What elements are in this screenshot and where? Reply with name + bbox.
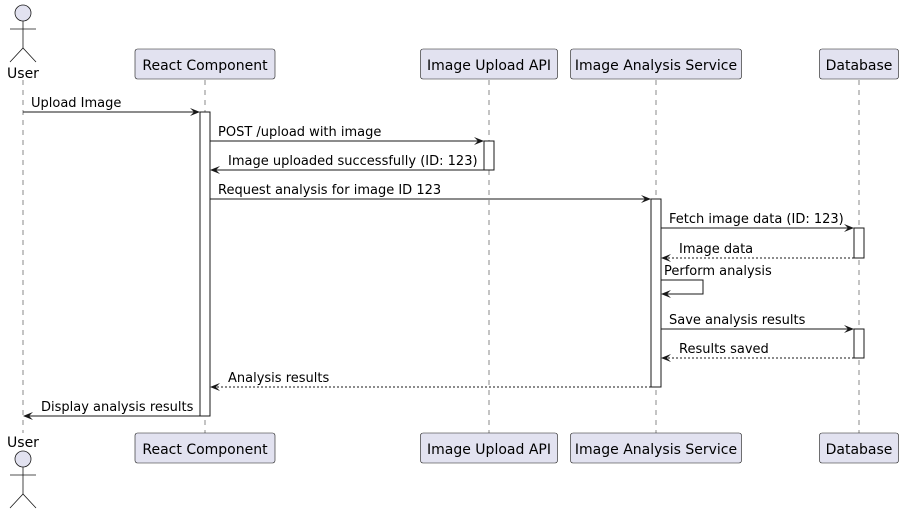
participant-box-react-top: [134, 48, 276, 80]
message-label: Analysis results: [228, 371, 329, 386]
activation-analysis: [650, 198, 662, 388]
message-request-analysis-for-image-id-123: Request analysis for image ID 123: [210, 183, 651, 203]
message-results-saved: Results saved: [661, 342, 854, 362]
message-analysis-results: Analysis results: [210, 371, 651, 391]
actor-legs-bottom: [9, 493, 37, 509]
participant-db-bottom: Database: [819, 432, 899, 464]
arrowhead: [661, 254, 671, 262]
message-perform-analysis: Perform analysis: [661, 264, 772, 298]
participant-label-db-top: Database: [826, 58, 893, 74]
participant-box-db-top: [819, 48, 899, 80]
message-label: Upload Image: [31, 96, 121, 111]
message-label: Request analysis for image ID 123: [218, 183, 441, 198]
participant-label-react-top: React Component: [142, 58, 268, 74]
arrowhead: [23, 412, 33, 420]
actor-head-top: [14, 4, 32, 22]
actor-label-top: User: [7, 66, 39, 82]
message-label: Display analysis results: [41, 400, 194, 415]
arrowhead: [661, 354, 671, 362]
message-label: Perform analysis: [664, 264, 772, 279]
message-post-upload-with-image: POST /upload with image: [210, 125, 484, 145]
actor-head-bottom: [14, 450, 32, 468]
message-label: Fetch image data (ID: 123): [669, 212, 844, 227]
actor-label-bottom: User: [7, 435, 39, 451]
participant-db-top: Database: [819, 48, 899, 80]
participant-box-react-bottom: [134, 432, 276, 464]
participant-label-db-bottom: Database: [826, 442, 893, 458]
activation-react: [199, 111, 211, 417]
participant-box-upload-bottom: [420, 432, 558, 464]
participant-upload-top: Image Upload API: [420, 48, 558, 80]
participant-react-bottom: React Component: [134, 432, 276, 464]
participant-analysis-top: Image Analysis Service: [570, 48, 742, 80]
arrowhead: [210, 383, 220, 391]
participant-user-top: User: [7, 4, 39, 82]
participant-box-analysis-bottom: [570, 432, 742, 464]
activation-db-fetch: [853, 227, 865, 259]
participant-label-upload-top: Image Upload API: [427, 58, 551, 74]
arrowhead: [661, 290, 671, 298]
message-label: Image uploaded successfully (ID: 123): [228, 154, 478, 169]
arrowhead: [844, 224, 854, 232]
participant-box-db-bottom: [819, 432, 899, 464]
participant-user-bottom: User: [7, 435, 39, 509]
message-upload-image: Upload Image: [23, 96, 200, 116]
participant-label-upload-bottom: Image Upload API: [427, 442, 551, 458]
participant-label-analysis-top: Image Analysis Service: [575, 58, 737, 74]
participant-react-top: React Component: [134, 48, 276, 80]
activation-upload: [483, 140, 495, 171]
participant-box-upload-top: [420, 48, 558, 80]
message-image-data: Image data: [661, 242, 854, 262]
message-image-uploaded-successfully-id-123: Image uploaded successfully (ID: 123): [210, 154, 484, 174]
participant-label-analysis-bottom: Image Analysis Service: [575, 442, 737, 458]
participant-box-analysis-top: [570, 48, 742, 80]
participant-label-react-bottom: React Component: [142, 442, 268, 458]
activation-db-save: [853, 328, 865, 359]
participant-upload-bottom: Image Upload API: [420, 432, 558, 464]
message-label: POST /upload with image: [218, 125, 381, 140]
message-display-analysis-results: Display analysis results: [23, 400, 200, 420]
message-label: Save analysis results: [669, 313, 806, 328]
arrowhead: [210, 166, 220, 174]
arrowhead: [641, 195, 651, 203]
message-fetch-image-data-id-123: Fetch image data (ID: 123): [661, 212, 854, 232]
actor-legs-top: [9, 47, 37, 63]
participant-analysis-bottom: Image Analysis Service: [570, 432, 742, 464]
arrowhead: [844, 325, 854, 333]
arrowhead: [474, 137, 484, 145]
message-save-analysis-results: Save analysis results: [661, 313, 854, 333]
message-label: Results saved: [679, 342, 769, 357]
arrowhead: [190, 108, 200, 116]
message-arrow-line: [661, 279, 704, 295]
message-label: Image data: [679, 242, 753, 257]
